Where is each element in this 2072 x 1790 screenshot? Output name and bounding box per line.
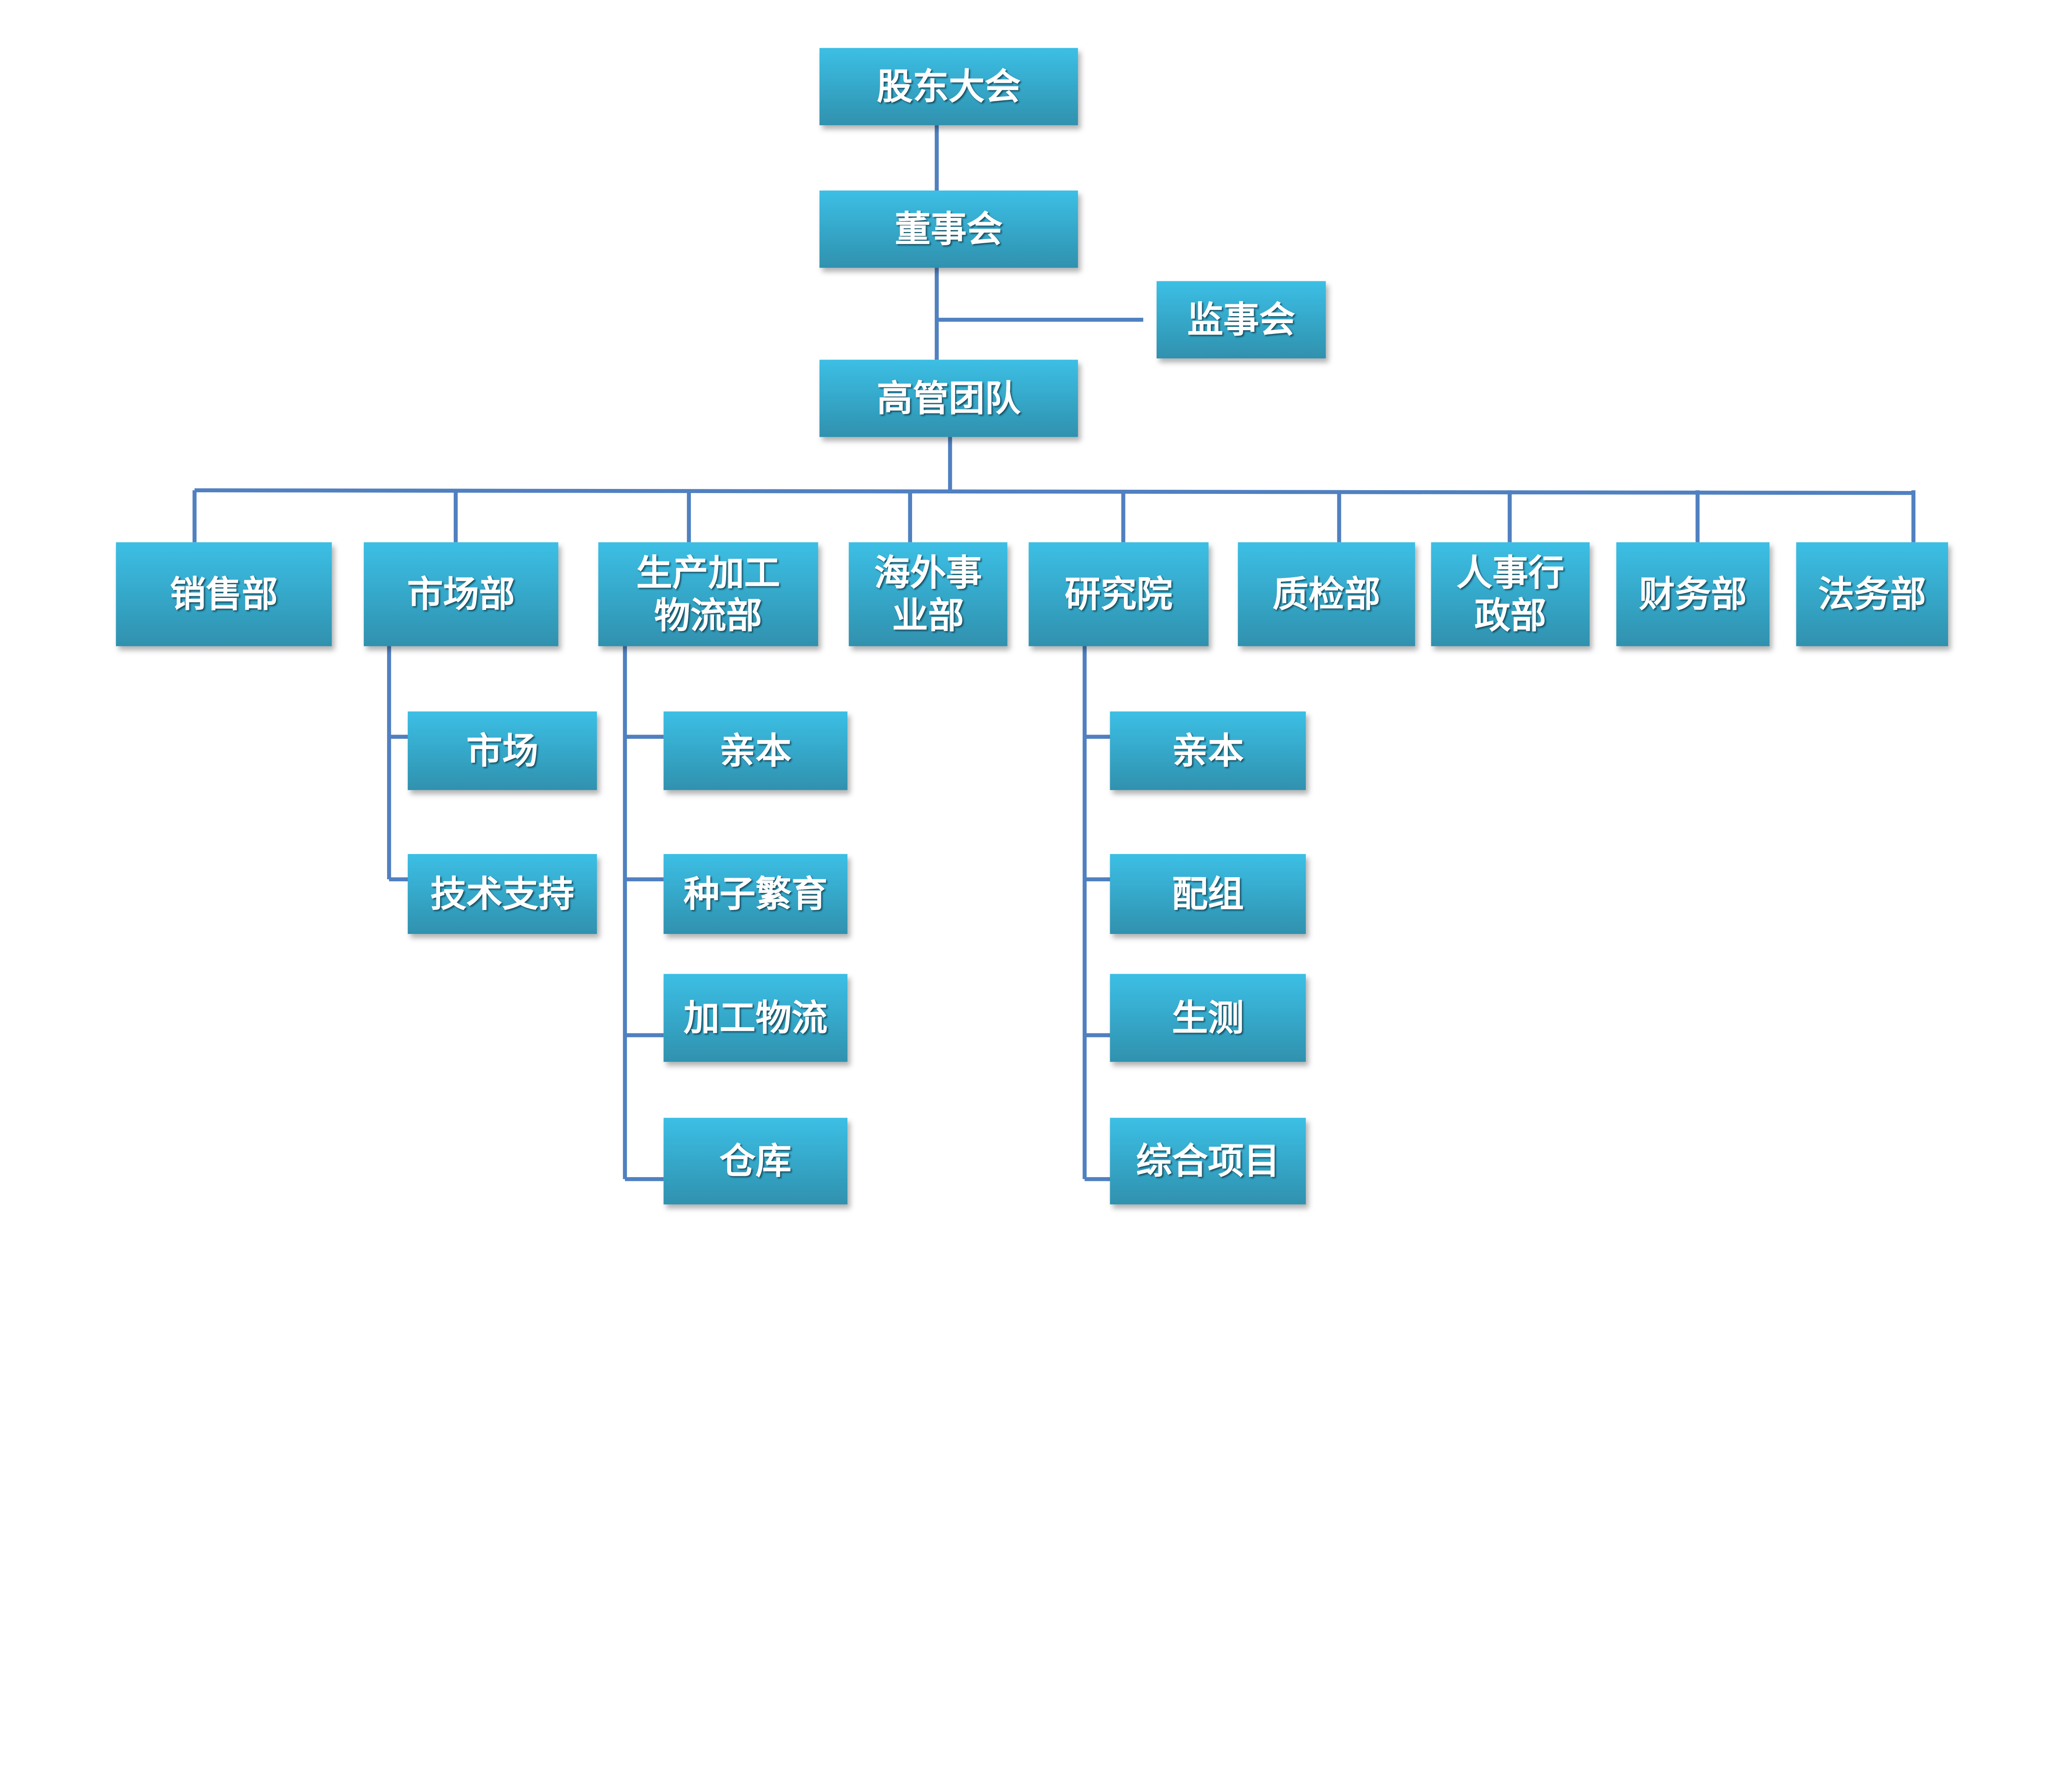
box-background — [849, 542, 1007, 646]
box-department[interactable]: 人事行政部 — [1431, 542, 1590, 646]
box-background — [598, 542, 818, 646]
box-background — [663, 854, 848, 934]
box-department[interactable]: 生产加工物流部 — [598, 542, 818, 646]
line-department-bus — [194, 488, 1914, 495]
box-background — [1110, 974, 1306, 1062]
box-background — [1156, 281, 1326, 358]
box-sub-unit[interactable]: 仓库 — [663, 1118, 848, 1205]
box-label: 质检部 — [1273, 573, 1380, 615]
box-background — [407, 711, 597, 790]
box-sub-unit[interactable]: 亲本 — [663, 711, 848, 790]
box-label: 人事行政部 — [1456, 552, 1564, 636]
box-label: 加工物流 — [684, 997, 828, 1039]
box-background — [663, 711, 848, 790]
box-background — [1616, 542, 1770, 646]
box-department[interactable]: 海外事业部 — [849, 542, 1007, 646]
box-department[interactable]: 质检部 — [1238, 542, 1415, 646]
box-department[interactable]: 财务部 — [1616, 542, 1770, 646]
box-label: 生测 — [1172, 997, 1244, 1039]
box-department[interactable]: 研究院 — [1029, 542, 1209, 646]
box-background — [663, 974, 848, 1062]
box-background — [1110, 854, 1306, 934]
box-board[interactable]: 董事会 — [819, 190, 1078, 268]
box-background — [116, 542, 332, 646]
box-label: 亲本 — [719, 730, 792, 772]
box-label: 法务部 — [1818, 573, 1926, 615]
box-sub-unit[interactable]: 亲本 — [1110, 711, 1306, 790]
box-department[interactable]: 销售部 — [116, 542, 332, 646]
box-label: 财务部 — [1639, 573, 1747, 615]
box-label: 综合项目 — [1136, 1140, 1280, 1182]
box-label: 生产加工物流部 — [636, 552, 780, 636]
box-sub-unit[interactable]: 加工物流 — [663, 974, 848, 1062]
box-label: 市场部 — [407, 573, 515, 615]
box-sub-unit[interactable]: 种子繁育 — [663, 854, 848, 934]
box-background — [1110, 1118, 1306, 1205]
box-background — [1110, 711, 1306, 790]
box-label: 种子繁育 — [684, 873, 828, 915]
box-management[interactable]: 高管团队 — [819, 360, 1078, 437]
box-background — [363, 542, 559, 646]
box-background — [1796, 542, 1948, 646]
box-label: 仓库 — [719, 1140, 792, 1182]
box-background — [407, 854, 597, 934]
box-label: 研究院 — [1065, 573, 1172, 615]
box-shareholders[interactable]: 股东大会 — [819, 48, 1078, 126]
box-label: 股东大会 — [877, 66, 1021, 108]
box-sub-unit[interactable]: 配组 — [1110, 854, 1306, 934]
box-background — [1238, 542, 1415, 646]
box-sub-unit[interactable]: 生测 — [1110, 974, 1306, 1062]
box-background — [1029, 542, 1209, 646]
box-label: 市场 — [466, 730, 538, 772]
box-label: 海外事业部 — [874, 552, 982, 636]
box-label: 配组 — [1172, 873, 1244, 915]
box-background — [819, 190, 1078, 268]
box-department[interactable]: 法务部 — [1796, 542, 1948, 646]
connector-lines — [192, 125, 1916, 1181]
box-sub-unit[interactable]: 综合项目 — [1110, 1118, 1306, 1205]
box-background — [663, 1118, 848, 1205]
box-label: 高管团队 — [877, 377, 1021, 419]
box-label: 销售部 — [170, 573, 278, 615]
box-background — [819, 360, 1078, 437]
box-label: 监事会 — [1187, 299, 1295, 341]
box-background — [819, 48, 1078, 126]
box-label: 亲本 — [1172, 730, 1244, 772]
box-sub-unit[interactable]: 市场 — [407, 711, 597, 790]
box-sub-unit[interactable]: 技术支持 — [407, 854, 597, 934]
box-label: 技术支持 — [431, 873, 574, 915]
box-supervisors[interactable]: 监事会 — [1156, 281, 1326, 358]
box-department[interactable]: 市场部 — [363, 542, 559, 646]
box-label: 董事会 — [895, 208, 1003, 250]
box-background — [1431, 542, 1590, 646]
